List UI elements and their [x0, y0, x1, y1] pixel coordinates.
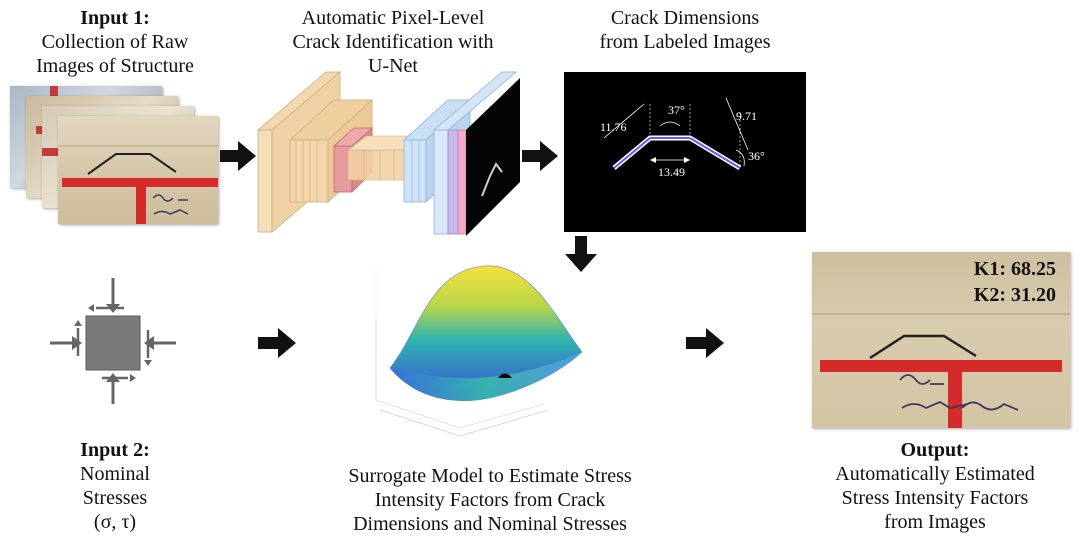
surrogate-line-2: Intensity Factors from Crack — [374, 489, 606, 511]
crack-dimensions-panel: 11.76 37° 9.71 13.49 36° — [564, 72, 806, 232]
input2-caption: Input 2: Nominal Stresses (σ, τ) — [40, 438, 190, 534]
arrow-surface-to-output — [686, 328, 724, 358]
unet-line-1: Automatic Pixel-Level — [301, 7, 485, 29]
unet-line-2: Crack Identification with — [292, 31, 494, 53]
stress-element — [50, 278, 176, 404]
dim-right-length: 9.71 — [736, 109, 757, 123]
output-caption: Output: Automatically Estimated Stress I… — [800, 438, 1070, 534]
arrow-unet-to-dims — [522, 141, 558, 171]
arrow-stress-to-surface — [258, 328, 296, 358]
input2-line-1: Nominal — [80, 463, 150, 485]
surrogate-line-3: Dimensions and Nominal Stresses — [353, 513, 627, 535]
raw-image-front — [58, 116, 218, 224]
surrogate-caption: Surrogate Model to Estimate Stress Inten… — [300, 464, 680, 536]
input2-title: Input 2: — [80, 439, 150, 461]
output-line-2: Stress Intensity Factors — [841, 487, 1029, 509]
output-title: Output: — [900, 439, 970, 461]
output-image-drawing — [812, 313, 1070, 428]
input2-line-2: Stresses — [82, 487, 148, 509]
dim-bottom-length: 13.49 — [658, 165, 685, 179]
input1-line-2: Images of Structure — [36, 55, 194, 77]
input1-line-1: Collection of Raw — [41, 31, 189, 53]
dim-right-angle: 36° — [748, 149, 765, 163]
k1-value: K1: 68.25 — [973, 258, 1056, 280]
crack-dims-line-1: Crack Dimensions — [610, 7, 760, 29]
unet-line-3: U-Net — [368, 55, 418, 77]
input1-caption: Input 1: Collection of Raw Images of Str… — [10, 6, 220, 78]
crack-dims-caption: Crack Dimensions from Labeled Images — [560, 6, 810, 54]
unet-decoder-block — [402, 71, 520, 236]
dim-left-length: 11.76 — [600, 120, 627, 134]
crack-dims-line-2: from Labeled Images — [599, 31, 771, 53]
output-line-1: Automatically Estimated — [835, 463, 1035, 485]
raw-image-front-drawing — [58, 145, 218, 224]
output-image: K1: 68.25 K2: 31.20 — [812, 252, 1070, 428]
k2-value: K2: 31.20 — [973, 284, 1056, 306]
input1-title: Input 1: — [80, 7, 150, 29]
arrow-dims-to-surface — [565, 236, 597, 272]
input2-line-3: (σ, τ) — [93, 511, 137, 533]
unet-caption: Automatic Pixel-Level Crack Identificati… — [258, 6, 528, 78]
arrow-raw-to-unet — [220, 141, 256, 171]
surrogate-line-1: Surrogate Model to Estimate Stress — [348, 465, 632, 487]
unet-encoder-block — [256, 71, 374, 233]
dim-apex-angle: 37° — [668, 103, 685, 117]
unet-bottleneck-block — [332, 127, 427, 193]
surrogate-surface-plot — [375, 265, 583, 437]
output-line-3: from Images — [884, 511, 986, 533]
